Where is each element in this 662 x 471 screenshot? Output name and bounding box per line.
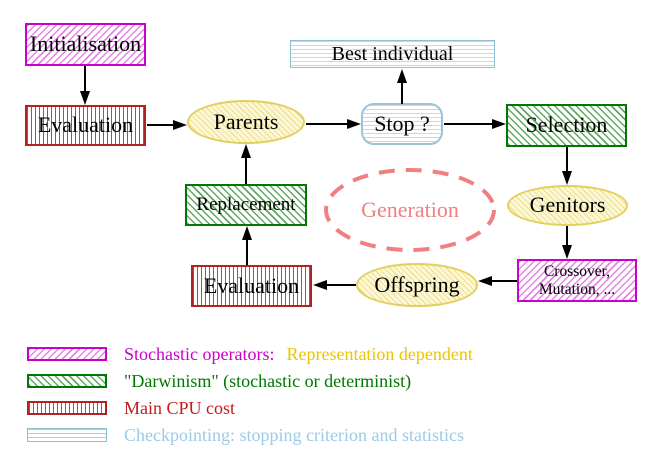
- arrow-head-up-icon: [397, 69, 407, 83]
- arrow-head-up-icon: [242, 226, 252, 240]
- node-generation-label: Generation: [361, 196, 459, 222]
- node-crossover-mutation: Crossover, Mutation, ...: [517, 259, 637, 302]
- legend-label-checkpointing: Checkpointing: stopping criterion and st…: [124, 424, 464, 445]
- node-genitors: Genitors: [507, 185, 628, 226]
- arrow-head-up-icon: [241, 144, 251, 158]
- node-generation: Generation: [322, 166, 498, 254]
- arrow-shaft: [566, 226, 568, 246]
- node-evaluation-top-label: Evaluation: [37, 112, 134, 138]
- node-genitors-label: Genitors: [529, 192, 606, 218]
- node-best-individual-label: Best individual: [331, 43, 454, 65]
- legend-item-stochastic-operators: Stochastic operators: Representation dep…: [27, 344, 473, 364]
- arrow-head-left-icon: [478, 276, 492, 286]
- legend-swatch-blue-stripes: [27, 428, 107, 442]
- node-best-individual: Best individual: [290, 40, 495, 68]
- node-stop-label: Stop ?: [374, 110, 430, 136]
- legend-label-cpu-cost: Main CPU cost: [124, 397, 236, 418]
- arrow-shaft: [444, 123, 493, 125]
- generation-dashed-ellipse: [324, 168, 496, 252]
- node-crossover-label: Crossover,: [543, 263, 611, 281]
- node-mutation-label: Mutation, ...: [538, 280, 616, 298]
- arrow-head-right-icon: [173, 120, 187, 130]
- node-initialisation: Initialisation: [25, 23, 146, 66]
- node-evaluation-bottom: Evaluation: [191, 265, 312, 307]
- node-evaluation-top: Evaluation: [25, 105, 146, 146]
- node-evaluation-bottom-label: Evaluation: [203, 272, 300, 298]
- arrow-head-down-icon: [562, 245, 572, 259]
- arrow-shaft: [147, 124, 174, 126]
- arrow-head-right-icon: [347, 119, 361, 129]
- arrow-shaft: [401, 82, 403, 104]
- node-initialisation-label: Initialisation: [29, 31, 142, 57]
- arrow-head-down-icon: [562, 171, 572, 185]
- legend-item-checkpointing: Checkpointing: stopping criterion and st…: [27, 425, 464, 445]
- node-offspring: Offspring: [356, 263, 478, 307]
- arrow-shaft: [566, 147, 568, 172]
- arrow-head-left-icon: [313, 280, 327, 290]
- legend-label-darwinism: "Darwinism" (stochastic or determinist): [124, 370, 412, 391]
- legend-item-darwinism: "Darwinism" (stochastic or determinist): [27, 371, 411, 391]
- node-offspring-label: Offspring: [374, 271, 460, 297]
- legend-swatch-magenta-hatch: [27, 347, 107, 361]
- node-selection: Selection: [506, 104, 627, 147]
- arrow-shaft: [84, 66, 86, 92]
- node-selection-label: Selection: [525, 112, 608, 138]
- arrow-shaft: [245, 157, 247, 184]
- arrow-shaft: [246, 239, 248, 265]
- arrow-head-right-icon: [492, 119, 506, 129]
- node-stop: Stop ?: [361, 103, 443, 145]
- node-replacement: Replacement: [185, 184, 307, 226]
- arrow-shaft: [326, 284, 356, 286]
- legend-swatch-green-hatch: [27, 374, 107, 388]
- legend-item-cpu-cost: Main CPU cost: [27, 398, 235, 418]
- arrow-shaft: [491, 280, 517, 282]
- legend-label-representation: Representation dependent: [286, 343, 473, 364]
- legend-swatch-red-stripes: [27, 401, 107, 415]
- node-parents-label: Parents: [213, 108, 279, 134]
- arrow-shaft: [306, 123, 348, 125]
- node-parents: Parents: [187, 100, 305, 144]
- node-replacement-label: Replacement: [196, 193, 296, 215]
- legend-label-stochastic: Stochastic operators:: [124, 343, 275, 364]
- arrow-head-down-icon: [80, 91, 90, 105]
